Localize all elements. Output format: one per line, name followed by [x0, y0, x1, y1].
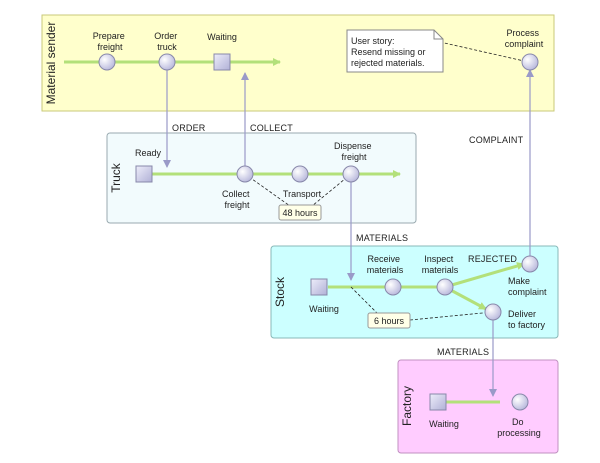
label-truck-ready: Ready — [135, 148, 162, 158]
lane-truck — [106, 132, 417, 224]
user-story-note: User story: Resend missing or rejected m… — [346, 29, 444, 73]
flow-label-materials-1: MATERIALS — [356, 233, 408, 243]
story-link — [439, 41, 525, 62]
node-dispense-freight[interactable] — [342, 165, 360, 183]
svg-text:48 hours: 48 hours — [282, 208, 318, 218]
node-do-processing[interactable] — [511, 393, 529, 411]
node-make-complaint[interactable] — [521, 255, 539, 273]
label-deliver-to-factory: Deliver to factory — [508, 309, 546, 330]
lane-title-factory: Factory — [400, 386, 414, 426]
lane-factory — [397, 359, 559, 454]
node-sender-waiting[interactable] — [213, 53, 231, 71]
flow-label-materials-2: MATERIALS — [437, 347, 489, 357]
svg-text:6 hours: 6 hours — [374, 316, 405, 326]
node-stock-waiting[interactable] — [310, 278, 328, 296]
label-order-truck: Order truck — [154, 31, 180, 52]
flow-label-rejected: REJECTED — [468, 254, 517, 264]
duration-badge-48h: 48 hours — [278, 204, 322, 221]
duration-48h-link-a — [244, 173, 291, 207]
lane-title-stock: Stock — [273, 276, 287, 307]
lane-title-truck: Truck — [109, 162, 123, 193]
label-prepare-freight: Prepare freight — [93, 31, 128, 52]
duration-6h-link-b — [409, 311, 494, 321]
node-order-truck[interactable] — [158, 53, 176, 71]
label-inspect-materials: Inspect materials — [422, 254, 459, 275]
flow-label-complaint: COMPLAINT — [469, 135, 524, 145]
svg-text:User story: Resend missi: User story: Resend missing or rejected m… — [351, 36, 428, 68]
label-transport: Transport — [283, 189, 322, 199]
node-inspect-materials[interactable] — [436, 278, 454, 296]
node-transport[interactable] — [291, 165, 309, 183]
node-receive-materials[interactable] — [384, 278, 402, 296]
duration-48h-link-b — [311, 173, 352, 207]
label-receive-materials: Receive materials — [367, 254, 404, 275]
flow-label-order: ORDER — [172, 123, 206, 133]
label-sender-waiting: Waiting — [207, 32, 237, 42]
duration-badge-6h: 6 hours — [367, 312, 411, 329]
lane-title-material-sender: Material sender — [44, 22, 58, 105]
node-factory-waiting[interactable] — [429, 393, 447, 411]
flow-label-collect: COLLECT — [250, 123, 293, 133]
node-truck-ready[interactable] — [135, 165, 153, 183]
label-make-complaint: Make complaint — [508, 276, 547, 297]
node-prepare-freight[interactable] — [98, 53, 116, 71]
duration-6h-link-a — [350, 286, 379, 315]
label-collect-freight: Collect freight — [222, 189, 252, 210]
label-dispense-freight: Dispense freight — [334, 141, 374, 162]
label-do-processing: Do processing — [497, 417, 541, 438]
timeline-stock-rejected — [444, 262, 525, 289]
node-collect-freight[interactable] — [236, 165, 254, 183]
node-process-complaint[interactable] — [521, 53, 539, 71]
label-stock-waiting: Waiting — [309, 304, 339, 314]
label-factory-waiting: Waiting — [429, 419, 459, 429]
label-process-complaint: Process complaint — [505, 28, 544, 49]
node-deliver-to-factory[interactable] — [484, 303, 502, 321]
